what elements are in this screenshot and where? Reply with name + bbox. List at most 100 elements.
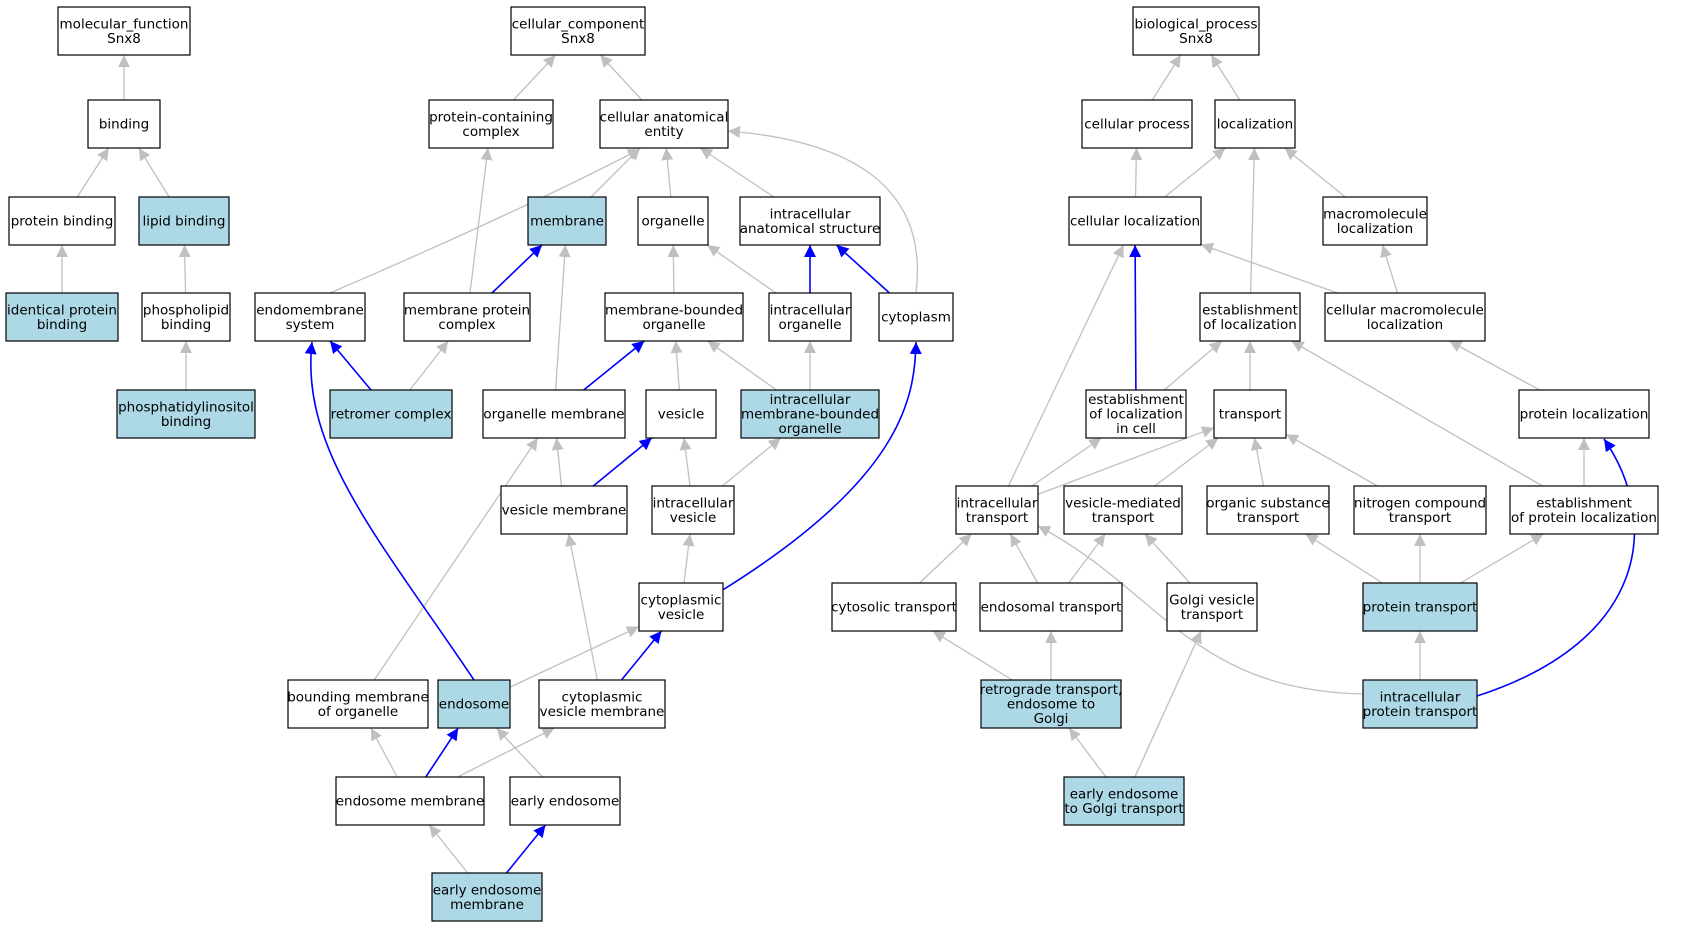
- node-box: [116, 389, 256, 439]
- edge-vesicle-mediated-transport-to-transport: [1154, 437, 1219, 487]
- node-box: [1353, 485, 1487, 535]
- node-endosome-membrane[interactable]: endosome membrane: [335, 776, 485, 826]
- node-endosome[interactable]: endosome: [437, 679, 511, 729]
- node-label-line: nitrogen compound: [1354, 495, 1486, 511]
- node-vesicle[interactable]: vesicle: [645, 389, 717, 439]
- node-label-line: early endosome: [1070, 786, 1179, 802]
- node-cytoplasm[interactable]: cytoplasm: [878, 292, 954, 342]
- node-label-line: anatomical structure: [740, 221, 881, 237]
- node-cellular-process[interactable]: cellular process: [1081, 99, 1193, 149]
- node-label-line: cytoplasm: [881, 310, 951, 326]
- node-cytosolic-transport[interactable]: cytosolic transport: [831, 582, 957, 632]
- node-box: [254, 292, 366, 342]
- node-binding[interactable]: binding: [87, 99, 161, 149]
- edge-early-endosome-to-golgi-to-golgi-vesicle-transport: [1134, 630, 1202, 778]
- node-protein-transport[interactable]: protein transport: [1362, 582, 1478, 632]
- node-label-line: transport: [1092, 510, 1154, 526]
- edges-layer: [56, 54, 1636, 874]
- edge-localization-to-bp-root: [1210, 54, 1241, 101]
- edge-cytoplasm-to-intracellular-anatomical-structure: [835, 244, 891, 294]
- node-box: [8, 196, 116, 246]
- edge-early-endosome-to-golgi-to-retrograde-transport: [1068, 727, 1107, 778]
- node-transport[interactable]: transport: [1213, 389, 1287, 439]
- node-label-line: endosome to: [1007, 697, 1095, 713]
- node-label-line: transport: [1237, 510, 1299, 526]
- node-lipid-binding[interactable]: lipid binding: [138, 196, 230, 246]
- node-organelle-membrane[interactable]: organelle membrane: [482, 389, 626, 439]
- edge-intracellular-vesicle-to-intracellular-membrane-bounded-organelle: [721, 437, 782, 487]
- node-label-line: cellular localization: [1070, 214, 1200, 230]
- edge-endosome-to-cytoplasmic-vesicle: [509, 626, 640, 688]
- node-membrane[interactable]: membrane: [527, 196, 607, 246]
- node-box: [1063, 485, 1183, 535]
- node-retromer-complex[interactable]: retromer complex: [329, 389, 453, 439]
- node-organelle[interactable]: organelle: [637, 196, 709, 246]
- node-label-line: Snx8: [107, 31, 141, 47]
- edge-protein-containing-complex-to-cc-root: [513, 54, 556, 101]
- node-vesicle-membrane[interactable]: vesicle membrane: [500, 485, 628, 535]
- node-label-line: complex: [462, 124, 519, 140]
- node-cellular-localization[interactable]: cellular localization: [1068, 196, 1202, 246]
- node-early-endosome[interactable]: early endosome: [509, 776, 621, 826]
- node-box: [509, 776, 621, 826]
- edge-macromolecule-localization-to-localization: [1284, 147, 1346, 198]
- node-box: [500, 485, 628, 535]
- edge-cytoplasmic-vesicle-to-intracellular-vesicle: [682, 533, 695, 584]
- node-label-line: macromolecule: [1323, 206, 1427, 222]
- node-box: [740, 389, 880, 439]
- edge-intracellular-anatomical-structure-to-cellular-anatomical-entity: [699, 147, 775, 198]
- node-protein-localization[interactable]: protein localization: [1518, 389, 1650, 439]
- node-box: [87, 99, 161, 149]
- node-label-line: of organelle: [318, 704, 398, 720]
- node-box: [538, 679, 666, 729]
- node-label-line: protein transport: [1363, 704, 1478, 720]
- node-label-line: protein transport: [1363, 600, 1478, 616]
- node-endosomal-transport[interactable]: endosomal transport: [979, 582, 1123, 632]
- node-label-line: organelle membrane: [483, 407, 624, 423]
- node-label-line: of protein localization: [1511, 510, 1657, 526]
- node-label-line: phosphatidylinositol: [118, 399, 254, 415]
- node-label-line: intracellular: [770, 392, 851, 408]
- node-label-line: molecular_function: [60, 16, 189, 32]
- node-localization[interactable]: localization: [1214, 99, 1296, 149]
- node-label-line: transport: [1181, 607, 1243, 623]
- node-box: [979, 582, 1123, 632]
- node-label-line: organelle: [641, 214, 704, 230]
- node-protein-binding[interactable]: protein binding: [8, 196, 116, 246]
- edge-protein-binding-to-binding: [76, 147, 110, 198]
